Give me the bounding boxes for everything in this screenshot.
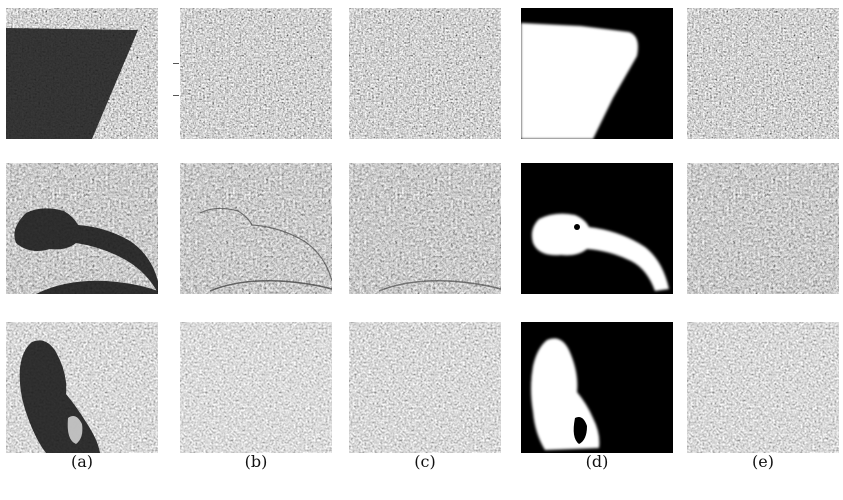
panel-r1-c [349, 8, 501, 139]
panel-r2-a [6, 163, 158, 294]
caption-a: (a) [70, 452, 94, 471]
panel-r2-c [349, 163, 501, 294]
panel-r3-c [349, 322, 501, 453]
caption-c: (c) [414, 452, 436, 471]
panel-r3-d-mask [521, 322, 673, 453]
panel-r2-e [687, 163, 839, 294]
panel-r3-a [6, 322, 158, 453]
caption-b: (b) [244, 452, 268, 471]
panel-r1-b [180, 8, 332, 139]
panel-r1-d-mask [521, 8, 673, 139]
panel-r1-e [687, 8, 839, 139]
caption-d: (d) [585, 452, 609, 471]
stray-mark [173, 63, 179, 64]
panel-r2-b [180, 163, 332, 294]
panel-r3-e [687, 322, 839, 453]
panel-r2-d-mask [521, 163, 673, 294]
panel-r1-a [6, 8, 158, 139]
caption-e: (e) [752, 452, 774, 471]
panel-r3-b [180, 322, 332, 453]
stray-mark [173, 95, 179, 96]
